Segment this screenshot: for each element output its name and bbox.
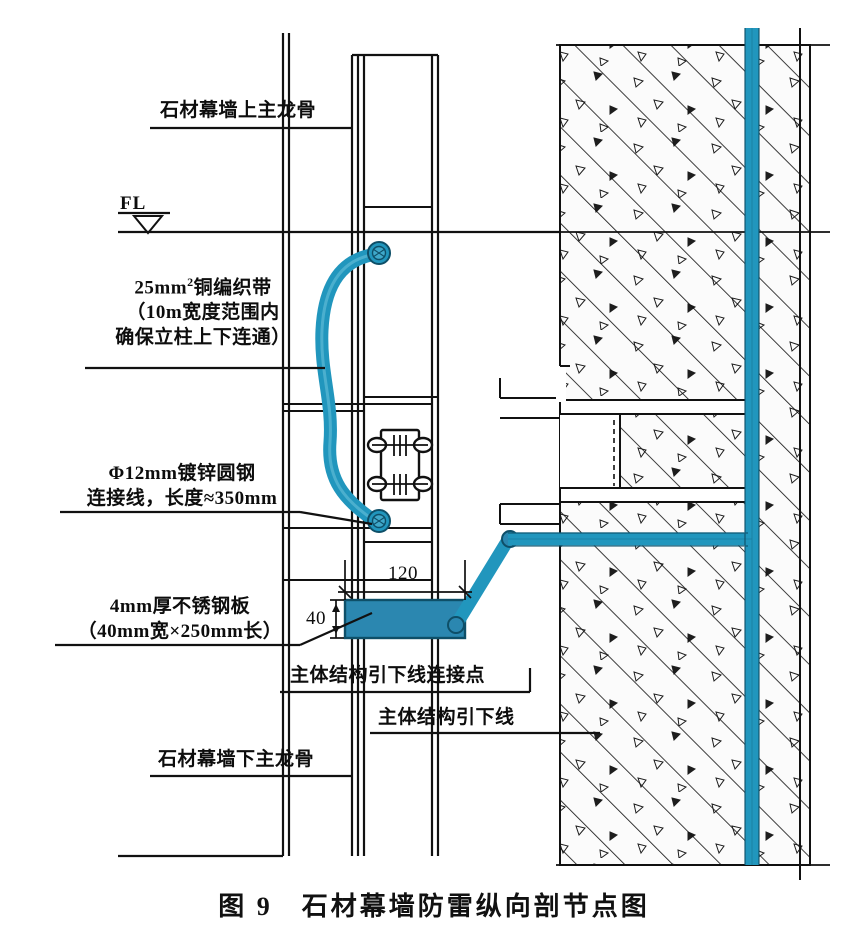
- curtain-wall-mullion-profile: [281, 33, 440, 856]
- figure-caption: 图 9 石材幕墙防雷纵向剖节点图: [218, 892, 650, 921]
- label-down-conductor: 主体结构引下线: [378, 707, 515, 728]
- copper-braid-strap: [315, 248, 379, 526]
- label-round-steel-line1: Φ12mm镀锌圆钢: [108, 463, 256, 484]
- upper-connection-bolt: [367, 241, 391, 265]
- label-copper-braid-line2: （10m宽度范围内: [126, 302, 280, 324]
- label-steel-plate-line1: 4mm厚不锈钢板: [109, 596, 251, 617]
- label-round-steel: Φ12mm镀锌圆钢 连接线，长度≈350mm: [62, 461, 302, 511]
- label-steel-plate-line2: （40mm宽×250mm长）: [77, 621, 283, 643]
- dimension-line-40: [330, 599, 344, 639]
- label-down-conductor-joint: 主体结构引下线连接点: [290, 665, 486, 686]
- label-round-steel-line2: 连接线，长度≈350mm: [86, 488, 278, 510]
- label-steel-plate: 4mm厚不锈钢板 （40mm宽×250mm长）: [56, 594, 304, 644]
- label-top-mullion: 石材幕墙上主龙骨: [160, 100, 317, 121]
- conductor-outline: [508, 28, 760, 865]
- reference-grid-lines: [556, 28, 830, 880]
- dimension-label-40: 40: [306, 608, 326, 629]
- label-copper-braid: 25mm2铜编织带 （10m宽度范围内 确保立柱上下连通）: [88, 275, 318, 351]
- lower-connection-bolt: [367, 509, 391, 533]
- label-copper-braid-line1: 25mm2铜编织带: [134, 275, 272, 299]
- label-floor-level: FL: [120, 193, 147, 214]
- bracket-bolt-assembly: [366, 428, 434, 502]
- vertical-down-conductor: [508, 28, 759, 865]
- stainless-steel-plate: [343, 598, 467, 640]
- label-bottom-mullion: 石材幕墙下主龙骨: [158, 749, 315, 770]
- dimension-label-120: 120: [388, 563, 418, 584]
- concrete-hatch-region: [559, 44, 811, 866]
- embedded-steel-plates: [499, 365, 756, 525]
- dimension-line-120: [338, 560, 472, 600]
- label-leader-lines: [55, 126, 600, 858]
- label-copper-braid-line3: 确保立柱上下连通）: [115, 327, 291, 349]
- galvanized-round-steel-link: [447, 530, 519, 634]
